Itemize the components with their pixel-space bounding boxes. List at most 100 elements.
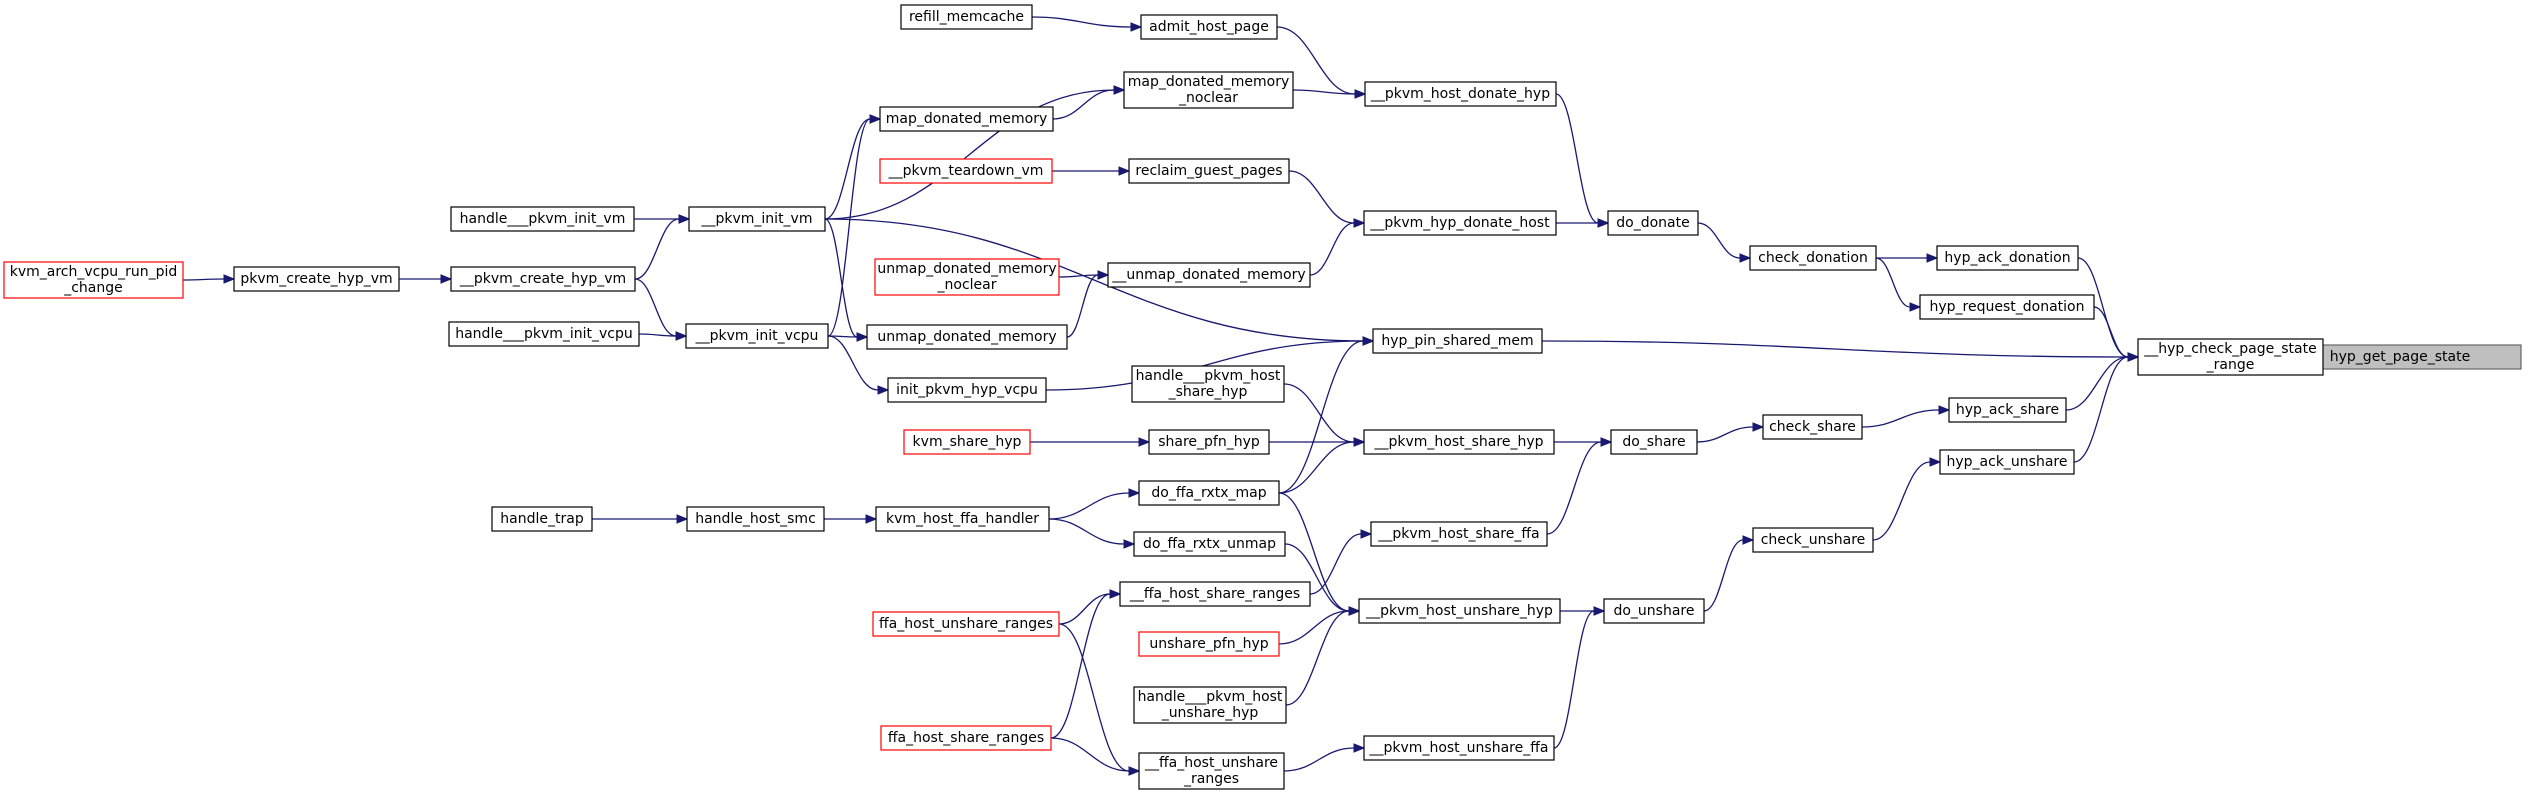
- node-pkvm-init-vm[interactable]: __pkvm_init_vm: [688, 206, 826, 232]
- node-check-unshare[interactable]: check_unshare: [1752, 527, 1874, 553]
- edge-map-donated-memory-to-map-donated-memory-noclear: [1052, 85, 1126, 120]
- node-box: [3, 261, 184, 299]
- node-init-pkvm-hyp-vcpu[interactable]: init_pkvm_hyp_vcpu: [887, 377, 1047, 403]
- edge-pkvm-init-vm-to-map-donated-memory: [824, 114, 882, 220]
- node-pkvm-hyp-donate-host[interactable]: __pkvm_hyp_donate_host: [1363, 210, 1557, 236]
- node-do-share[interactable]: do_share: [1610, 429, 1698, 455]
- node-pkvm-teardown-vm[interactable]: __pkvm_teardown_vm: [879, 158, 1053, 184]
- node-label: check_unshare: [1761, 532, 1866, 548]
- node-box: [1138, 480, 1280, 506]
- node-label: _unshare_hyp: [1161, 705, 1259, 721]
- arrowhead-icon: [1593, 606, 1606, 616]
- edge-line: [1048, 492, 1130, 520]
- edge-line: [1872, 461, 1931, 541]
- node-do-ffa-rxtx-map[interactable]: do_ffa_rxtx_map: [1138, 480, 1280, 506]
- edge-line: [827, 118, 871, 337]
- node-check-share[interactable]: check_share: [1762, 414, 1863, 440]
- node-hyp-ack-share[interactable]: hyp_ack_share: [1948, 397, 2067, 423]
- edge-line: [1288, 170, 1355, 224]
- node-label: __ffa_host_share_ranges: [1129, 586, 1300, 602]
- node-pkvm-host-unshare-ffa[interactable]: __pkvm_host_unshare_ffa: [1363, 735, 1555, 761]
- node-pkvm-host-donate-hyp[interactable]: __pkvm_host_donate_hyp: [1364, 81, 1557, 107]
- node-label: do_ffa_rxtx_unmap: [1143, 536, 1276, 552]
- node-label: do_donate: [1616, 215, 1689, 231]
- node-share-pfn-hyp[interactable]: share_pfn_hyp: [1148, 429, 1270, 455]
- edge-line: [824, 218, 1364, 342]
- node-hyp-pin-shared-mem[interactable]: hyp_pin_shared_mem: [1372, 328, 1543, 354]
- node-do-donate[interactable]: do_donate: [1607, 210, 1699, 236]
- node-kvm-host-ffa-handler[interactable]: kvm_host_ffa_handler: [875, 506, 1050, 532]
- node-handle-trap[interactable]: handle_trap: [491, 506, 593, 532]
- edge-map-donated-memory-noclear-to-pkvm-host-donate-hyp: [1292, 89, 1367, 99]
- node-handle-pkvm-init-vcpu[interactable]: handle___pkvm_init_vcpu: [448, 321, 640, 347]
- edge-unshare-pfn-hyp-to-pkvm-host-unshare-hyp: [1278, 606, 1361, 645]
- node-label: handle___pkvm_host: [1138, 689, 1283, 705]
- edge-line: [1309, 222, 1355, 276]
- node-kvm-arch-vcpu-run-pid-change[interactable]: kvm_arch_vcpu_run_pid_change: [3, 261, 184, 299]
- node-box: [1607, 210, 1699, 236]
- node-ffa-host-share-ranges[interactable]: ffa_host_share_ranges: [880, 725, 1052, 751]
- edge-pkvm-create-hyp-vm-priv-to-pkvm-init-vcpu: [634, 278, 688, 341]
- node-label: hyp_ack_unshare: [1947, 454, 2068, 470]
- node-pkvm-init-vcpu[interactable]: __pkvm_init_vcpu: [685, 323, 829, 349]
- node-unmap-donated-memory-priv[interactable]: __unmap_donated_memory: [1107, 262, 1311, 288]
- node-do-unshare[interactable]: do_unshare: [1603, 598, 1705, 624]
- node-pkvm-create-hyp-vm-priv[interactable]: __pkvm_create_hyp_vm: [450, 266, 636, 292]
- node-label: kvm_arch_vcpu_run_pid: [10, 264, 178, 280]
- node-hyp-ack-donation[interactable]: hyp_ack_donation: [1936, 245, 2079, 271]
- arrowhead-icon: [865, 514, 878, 524]
- node-label: unshare_pfn_hyp: [1149, 636, 1268, 652]
- edge-line: [824, 218, 858, 338]
- node-hyp-check-page-state-range[interactable]: __hyp_check_page_state_range: [2137, 338, 2324, 376]
- edge-hyp-request-donation-to-hyp-check-page-state-range: [2093, 306, 2140, 362]
- edge-line: [1058, 593, 1111, 625]
- node-ffa-host-unshare-ranges[interactable]: ffa_host_unshare_ranges: [872, 611, 1060, 637]
- edge-line: [1555, 93, 1599, 224]
- node-hyp-request-donation[interactable]: hyp_request_donation: [1919, 294, 2095, 320]
- arrowhead-icon: [1097, 270, 1110, 280]
- node-handle-pkvm-init-vm[interactable]: handle___pkvm_init_vm: [450, 206, 635, 232]
- node-box: [685, 323, 829, 349]
- node-reclaim-guest-pages[interactable]: reclaim_guest_pages: [1128, 158, 1290, 184]
- arrowhead-icon: [877, 385, 890, 395]
- node-map-donated-memory[interactable]: map_donated_memory: [879, 106, 1054, 132]
- node-ffa-host-share-ranges-priv[interactable]: __ffa_host_share_ranges: [1119, 581, 1311, 607]
- node-kvm-share-hyp[interactable]: kvm_share_hyp: [903, 429, 1031, 455]
- edge-kvm-arch-vcpu-run-pid-change-to-pkvm-create-hyp-vm: [182, 274, 236, 284]
- edge-refill-memcache-to-admit-host-page: [1031, 16, 1143, 32]
- node-refill-memcache[interactable]: refill_memcache: [900, 4, 1033, 30]
- node-handle-pkvm-host-unshare-hyp[interactable]: handle___pkvm_host_unshare_hyp: [1133, 686, 1287, 724]
- edge-pkvm-init-vcpu-to-map-donated-memory: [827, 114, 882, 337]
- edge-kvm-host-ffa-handler-to-do-ffa-rxtx-unmap: [1048, 518, 1136, 549]
- node-unshare-pfn-hyp[interactable]: unshare_pfn_hyp: [1138, 631, 1280, 657]
- node-admit-host-page[interactable]: admit_host_page: [1140, 14, 1278, 40]
- node-unmap-donated-memory[interactable]: unmap_donated_memory: [866, 324, 1068, 350]
- node-unmap-donated-memory-noclear[interactable]: unmap_donated_memory_noclear: [874, 258, 1060, 296]
- edge-line: [1031, 16, 1132, 28]
- node-label: hyp_pin_shared_mem: [1381, 333, 1533, 349]
- node-ffa-host-unshare-ranges-priv[interactable]: __ffa_host_unshare_ranges: [1138, 752, 1285, 790]
- node-box: [1140, 14, 1278, 40]
- node-pkvm-host-share-hyp[interactable]: __pkvm_host_share_hyp: [1363, 429, 1555, 455]
- node-pkvm-host-share-ffa[interactable]: __pkvm_host_share_ffa: [1370, 521, 1548, 547]
- edge-hyp-ack-unshare-to-hyp-check-page-state-range: [2073, 352, 2140, 463]
- edge-do-unshare-to-check-unshare: [1703, 535, 1755, 612]
- node-label: _noclear: [937, 277, 997, 293]
- edge-line: [1284, 543, 1350, 612]
- node-box: [1119, 581, 1311, 607]
- node-box: [491, 506, 593, 532]
- node-box: [887, 377, 1047, 403]
- node-handle-host-smc[interactable]: handle_host_smc: [686, 506, 825, 532]
- node-map-donated-memory-noclear[interactable]: map_donated_memory_noclear: [1123, 71, 1294, 109]
- arrowhead-icon: [1362, 336, 1375, 346]
- node-box: [1131, 365, 1285, 403]
- edge-line: [1285, 610, 1350, 706]
- node-do-ffa-rxtx-unmap[interactable]: do_ffa_rxtx_unmap: [1133, 531, 1286, 557]
- node-handle-pkvm-host-share-hyp[interactable]: handle___pkvm_host_share_hyp: [1131, 365, 1285, 403]
- edge-pkvm-host-unshare-ffa-to-do-unshare: [1553, 606, 1606, 749]
- node-hyp-ack-unshare[interactable]: hyp_ack_unshare: [1939, 449, 2075, 475]
- node-check-donation[interactable]: check_donation: [1749, 245, 1877, 271]
- node-pkvm-host-unshare-hyp[interactable]: __pkvm_host_unshare_hyp: [1358, 598, 1561, 624]
- arrowhead-icon: [1348, 606, 1361, 616]
- node-pkvm-create-hyp-vm[interactable]: pkvm_create_hyp_vm: [233, 266, 400, 292]
